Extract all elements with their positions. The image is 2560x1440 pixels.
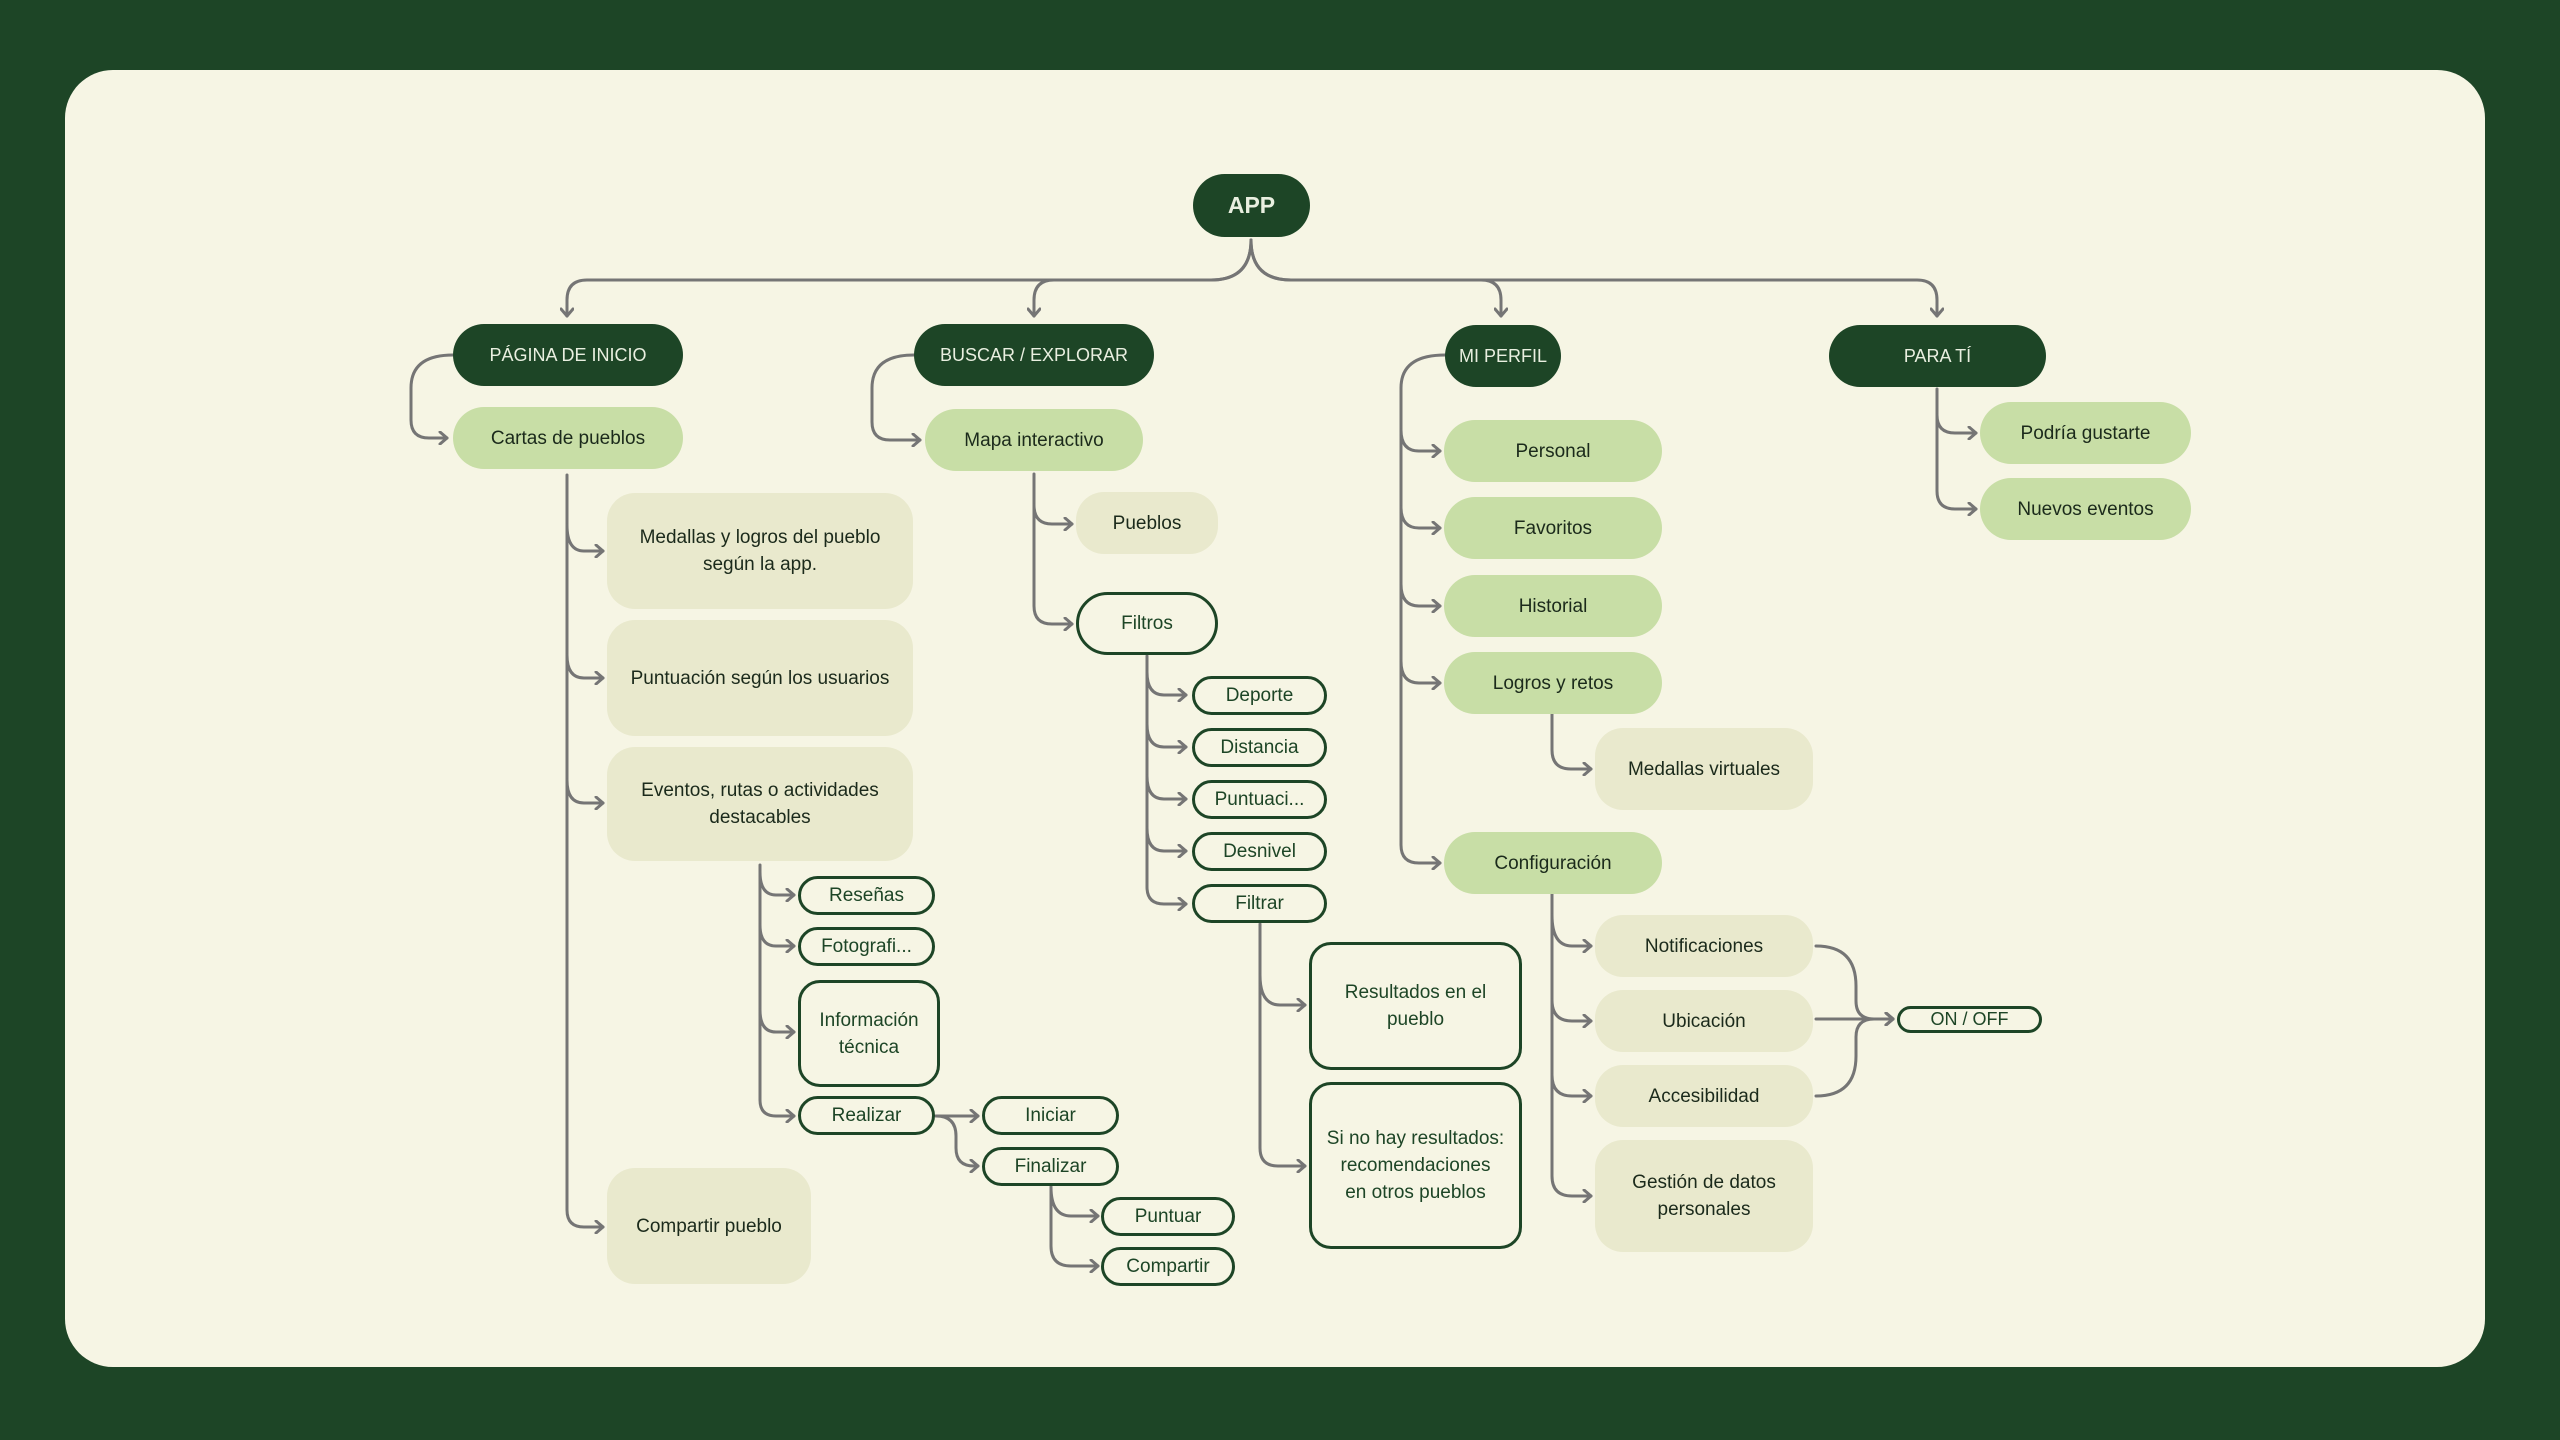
diagram-card [65,70,2485,1367]
node-mapa-interactivo: Mapa interactivo [925,409,1143,471]
node-deporte: Deporte [1192,676,1327,715]
node-compartir-pueblo: Compartir pueblo [607,1168,811,1284]
node-ubicacion: Ubicación [1595,990,1813,1052]
node-gestion-datos: Gestión de datos personales [1595,1140,1813,1252]
node-pagina-de-inicio: PÁGINA DE INICIO [453,324,683,386]
node-mi-perfil: MI PERFIL [1445,325,1561,387]
node-realizar: Realizar [798,1096,935,1135]
node-eventos-rutas: Eventos, rutas o actividades destacables [607,747,913,861]
node-resultados-pueblo: Resultados en el pueblo [1309,942,1522,1070]
node-iniciar: Iniciar [982,1096,1119,1135]
node-puntuacion-usuarios: Puntuación según los usuarios [607,620,913,736]
node-podria-gustarte: Podría gustarte [1980,402,2191,464]
node-informacion-tecnica: Información técnica [798,980,940,1087]
node-notificaciones: Notificaciones [1595,915,1813,977]
node-configuracion: Configuración [1444,832,1662,894]
node-buscar-explorar: BUSCAR / EXPLORAR [914,324,1154,386]
node-personal: Personal [1444,420,1662,482]
node-app: APP [1193,174,1310,237]
node-favoritos: Favoritos [1444,497,1662,559]
node-nuevos-eventos: Nuevos eventos [1980,478,2191,540]
node-on-off: ON / OFF [1897,1006,2042,1033]
node-filtros: Filtros [1076,592,1218,655]
node-historial: Historial [1444,575,1662,637]
node-pueblos: Pueblos [1076,492,1218,554]
node-accesibilidad: Accesibilidad [1595,1065,1813,1127]
node-fotografias: Fotografi... [798,927,935,966]
node-distancia: Distancia [1192,728,1327,767]
node-filtrar: Filtrar [1192,884,1327,923]
node-resenas: Reseñas [798,876,935,915]
node-medallas-logros: Medallas y logros del pueblo según la ap… [607,493,913,609]
node-cartas-de-pueblos: Cartas de pueblos [453,407,683,469]
node-puntuar: Puntuar [1101,1197,1235,1236]
node-finalizar: Finalizar [982,1147,1119,1186]
node-logros-retos: Logros y retos [1444,652,1662,714]
node-medallas-virtuales: Medallas virtuales [1595,728,1813,810]
node-sin-resultados: Si no hay resultados: recomendaciones en… [1309,1082,1522,1249]
node-compartir: Compartir [1101,1247,1235,1286]
node-puntuaci: Puntuaci... [1192,780,1327,819]
node-desnivel: Desnivel [1192,832,1327,871]
node-para-ti: PARA TÍ [1829,325,2046,387]
